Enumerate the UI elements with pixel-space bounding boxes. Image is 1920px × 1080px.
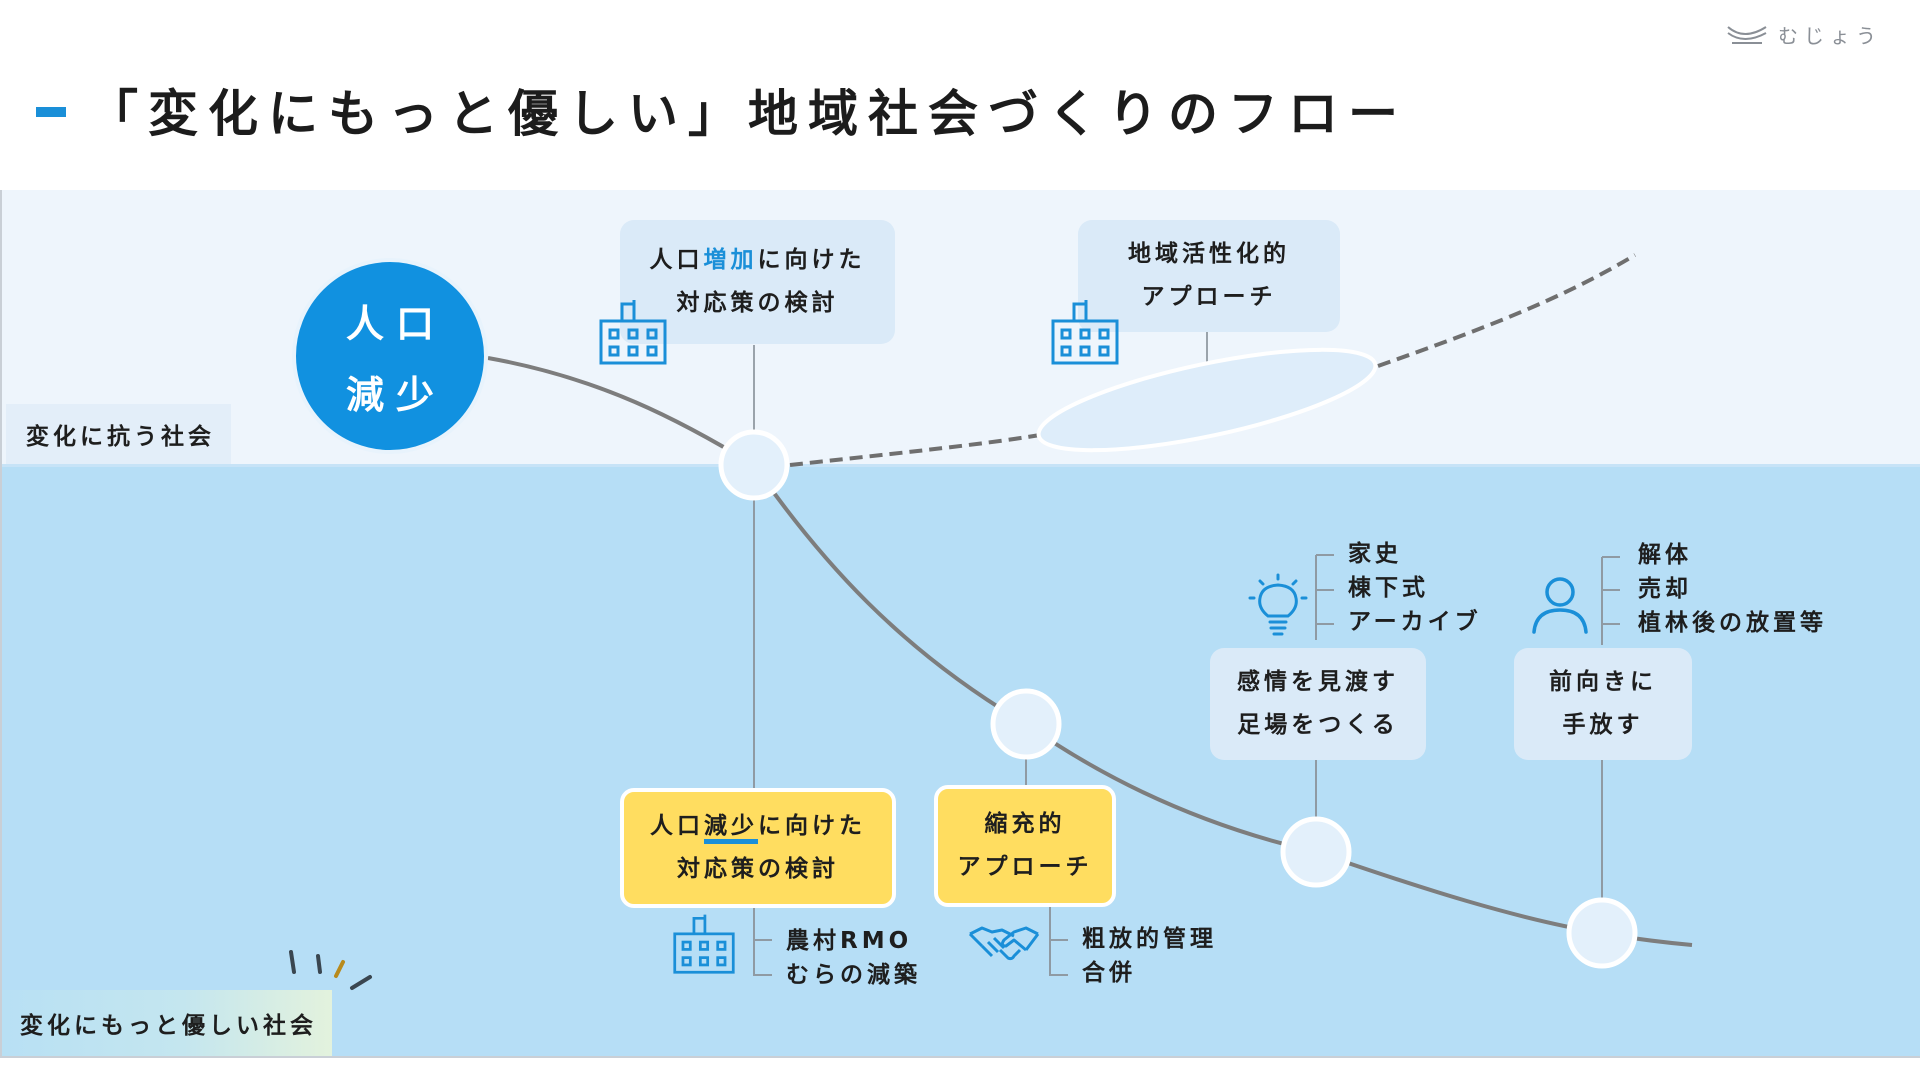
resisting-society-label: 変化に抗う社会	[6, 404, 231, 464]
shrink-node	[990, 688, 1062, 760]
revitalization-approach-box: 地域活性化的 アプローチ	[1078, 220, 1340, 332]
list-item: 粗放的管理	[1082, 926, 1217, 952]
decrease-list: 農村RMO むらの減築	[786, 924, 921, 992]
decrease-box-post: に向けた	[758, 813, 866, 839]
emotion-box-line1: 感情を見渡す	[1237, 669, 1399, 695]
emotion-list: 家史 棟下式 アーカイブ	[1348, 537, 1482, 639]
brand-name: むじょう	[1778, 24, 1882, 48]
decrease-box-underlined: 減少	[704, 813, 758, 844]
letgo-positively-box: 前向きに 手放す	[1514, 648, 1692, 760]
building-icon	[672, 910, 736, 976]
letgo-list: 解体 売却 植林後の放置等	[1638, 538, 1827, 640]
revital-box-line1: 地域活性化的	[1128, 241, 1290, 267]
zone-boundary	[0, 464, 1920, 467]
title-accent-bar	[36, 107, 66, 117]
start-node-line1: 人口	[345, 302, 446, 346]
handshake-icon	[968, 920, 1040, 972]
increase-box-post: に向けた	[757, 247, 866, 273]
start-node-line2: 減少	[345, 373, 446, 417]
list-item: 植林後の放置等	[1638, 610, 1827, 636]
revitalization-ellipse	[1036, 347, 1378, 453]
increase-box-highlight: 増加	[703, 247, 758, 273]
list-item: 家史	[1348, 541, 1402, 567]
lightbulb-icon	[1246, 572, 1310, 638]
shrink-box-line2: アプローチ	[957, 854, 1093, 880]
population-decline-node: 人口 減少	[292, 258, 488, 454]
letgo-box-line1: 前向きに	[1549, 669, 1657, 695]
letgo-node	[1566, 897, 1638, 969]
bracket-emotion	[1315, 554, 1334, 640]
sparkle-marks	[289, 950, 372, 990]
building-icon	[598, 296, 668, 366]
letgo-box-line2: 手放す	[1562, 712, 1644, 738]
list-item: 棟下式	[1348, 575, 1429, 601]
revitalization-dashed-path-upper	[1377, 253, 1637, 368]
emotion-box-line2: 足場をつくる	[1237, 712, 1399, 738]
gentle-society-label: 変化にもっと優しい社会	[2, 990, 332, 1056]
list-item: 解体	[1638, 542, 1692, 568]
shrink-box-line1: 縮充的	[984, 811, 1066, 837]
increase-box-line1: 人口増加に向けた	[650, 239, 866, 282]
branch-node	[718, 429, 790, 501]
increase-box-line2: 対応策の検討	[676, 290, 839, 316]
decrease-box-line1: 人口減少に向けた	[650, 805, 866, 848]
list-item: アーカイブ	[1348, 609, 1482, 635]
revitalization-dashed-path	[789, 433, 1041, 467]
decrease-box-line2: 対応策の検討	[677, 856, 839, 882]
shrinking-approach-box: 縮充的 アプローチ	[934, 785, 1116, 907]
list-item: 合併	[1082, 960, 1136, 986]
brand: むじょう	[1726, 20, 1882, 49]
decrease-box-pre: 人口	[650, 813, 704, 839]
bracket-decrease	[753, 905, 772, 976]
list-item: むらの減築	[786, 962, 921, 988]
revital-box-line2: アプローチ	[1141, 284, 1277, 310]
bracket-letgo	[1601, 556, 1620, 645]
increase-box-pre: 人口	[649, 247, 704, 273]
emotion-scaffold-box: 感情を見渡す 足場をつくる	[1210, 648, 1426, 760]
emotion-node	[1280, 816, 1352, 888]
frame-left-edge	[0, 190, 2, 1057]
page-title: 「変化にもっと優しい」地域社会づくりのフロー	[88, 85, 1408, 143]
decrease-measures-box: 人口減少に向けた 対応策の検討	[620, 788, 896, 908]
bracket-shrink	[1049, 905, 1068, 976]
frame-bottom-edge	[0, 1056, 1920, 1058]
list-item: 売却	[1638, 576, 1692, 602]
building-icon	[1050, 296, 1120, 366]
list-item: 農村RMO	[786, 928, 913, 954]
mujou-logo-icon	[1726, 23, 1768, 47]
shrink-list: 粗放的管理 合併	[1082, 922, 1217, 990]
person-icon	[1530, 574, 1590, 634]
decline-curve	[487, 356, 1693, 947]
